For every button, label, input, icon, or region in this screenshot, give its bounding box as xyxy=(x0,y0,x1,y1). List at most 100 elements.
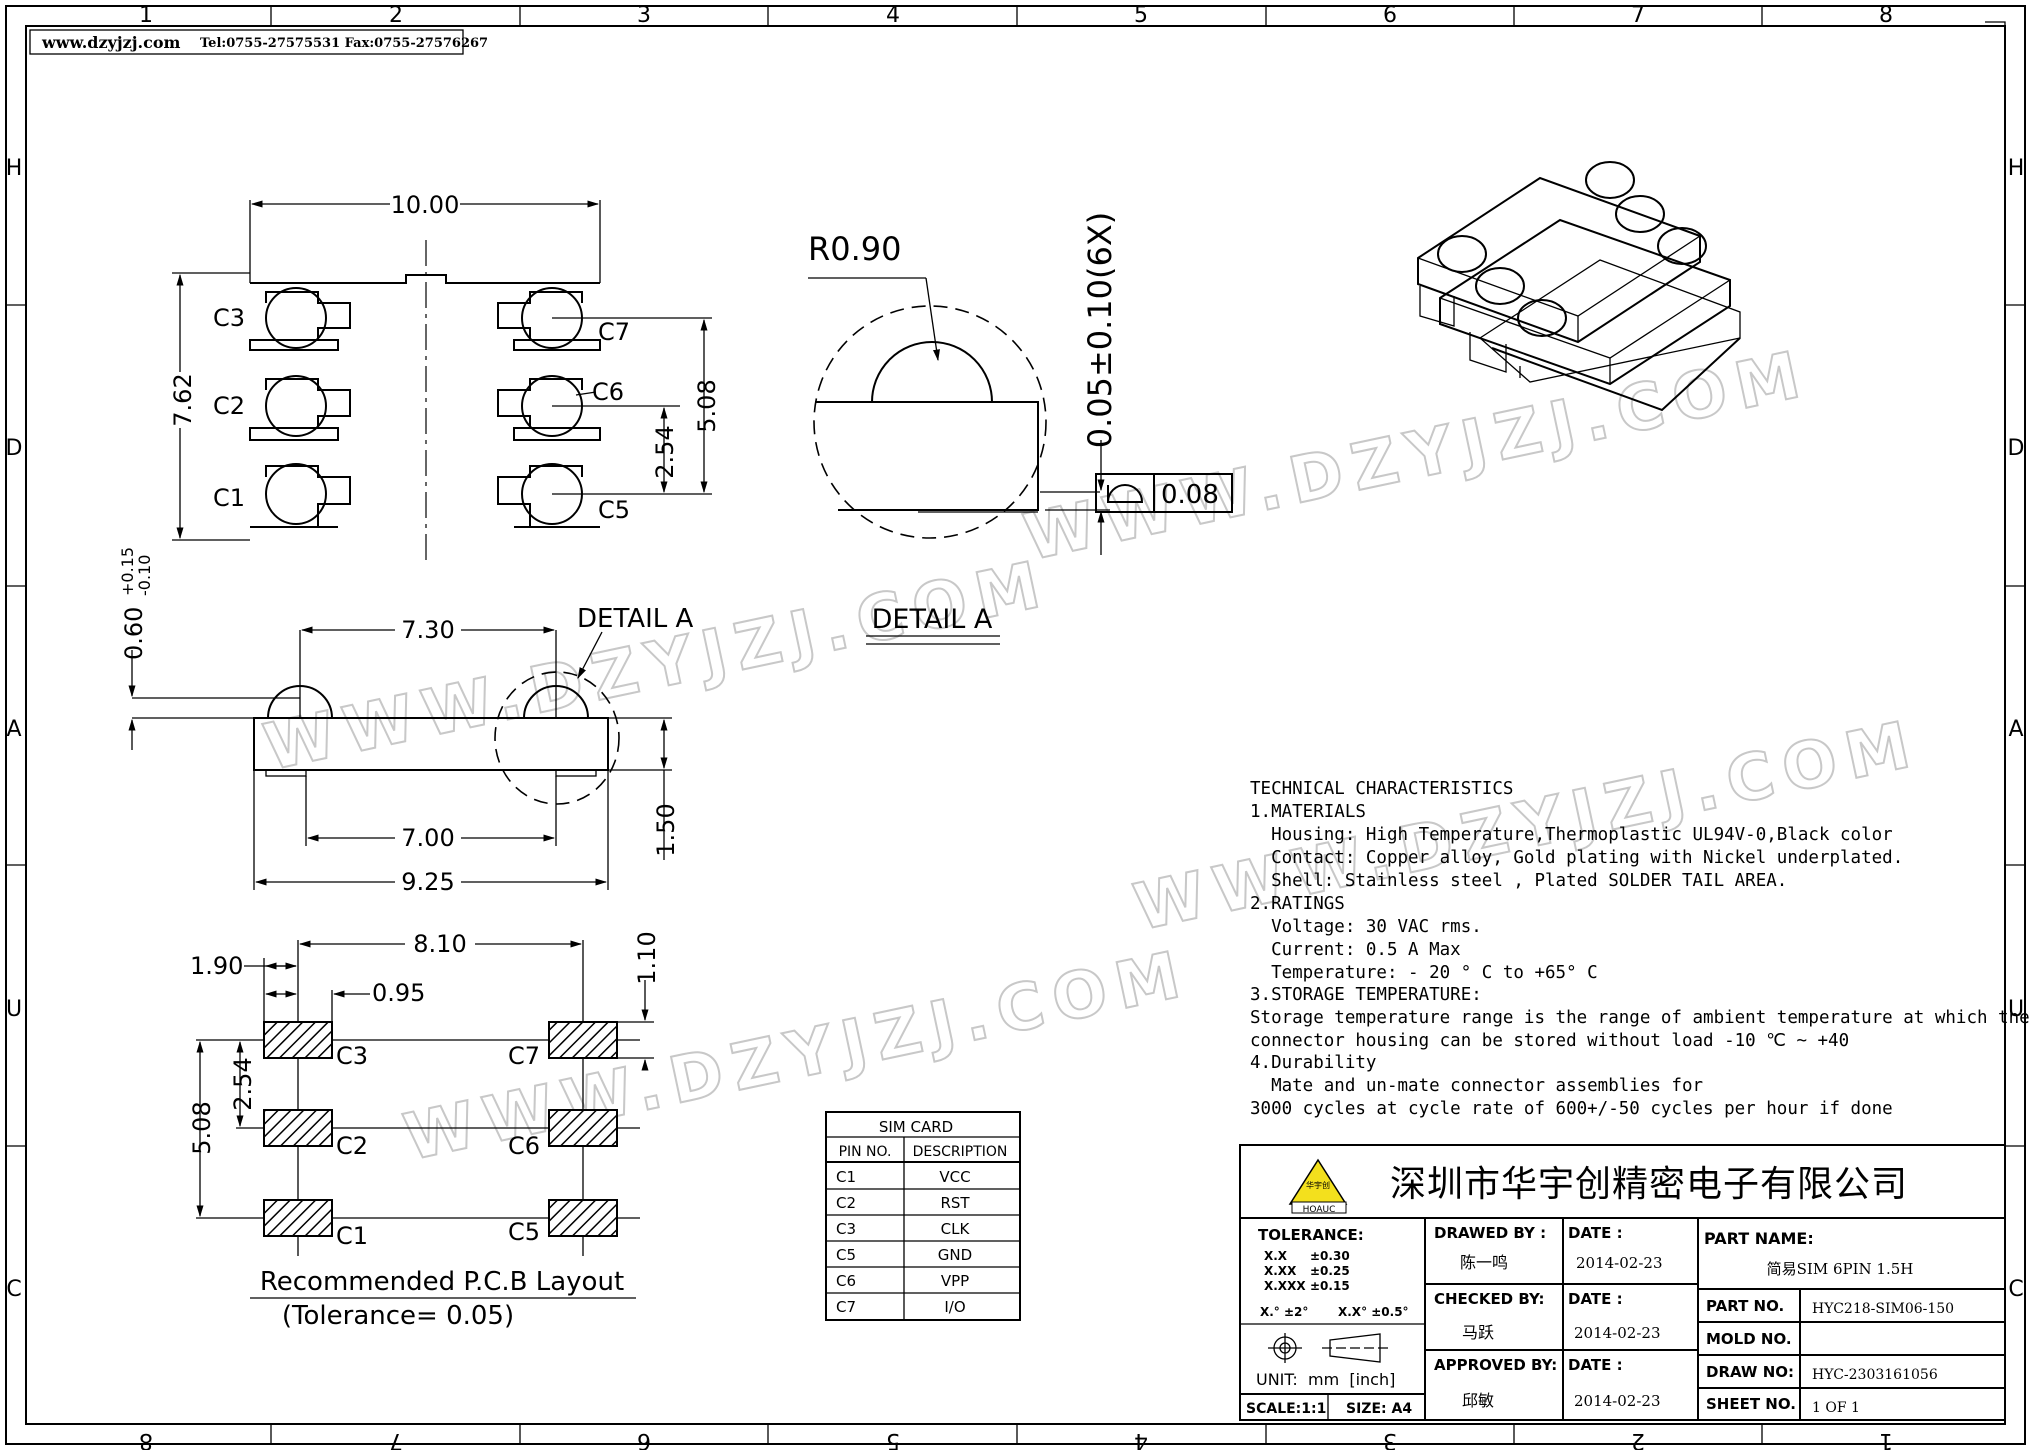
sheet-no: 1 OF 1 xyxy=(1812,1400,1860,1416)
dim-pitch: 2.54 xyxy=(651,425,679,478)
tech-line: 1.MATERIALS xyxy=(1250,802,1366,822)
pin-label: C6 xyxy=(592,378,624,406)
grid-col-bottom: 7 xyxy=(389,1428,403,1450)
date-label: DATE : xyxy=(1568,1224,1623,1242)
scale-label: SCALE:1:1 xyxy=(1246,1401,1326,1417)
projection-symbol-icon xyxy=(1268,1333,1392,1363)
grid-row-right: C xyxy=(2008,1277,2023,1302)
sim-table-pin: C2 xyxy=(836,1194,856,1212)
grid-col-top: 4 xyxy=(886,3,900,28)
pad-label: C6 xyxy=(508,1132,540,1160)
isometric-view xyxy=(1417,161,1741,412)
watermark: WWW.DZYJZJ.COM xyxy=(1018,337,1816,576)
pad-label: C1 xyxy=(336,1222,368,1250)
date-value: 2014-02-23 xyxy=(1576,1254,1662,1272)
sim-table-header: DESCRIPTION xyxy=(913,1144,1008,1160)
drawn-by-name: 陈一鸣 xyxy=(1460,1253,1508,1272)
contact-c1 xyxy=(265,463,351,528)
tolerance-value: ±0.30 xyxy=(1310,1249,1350,1263)
pcb-pad-c5 xyxy=(548,1199,618,1237)
date-label: DATE : xyxy=(1568,1356,1623,1374)
dim-body-length: 9.25 xyxy=(401,868,454,896)
grid-col-bottom: 6 xyxy=(637,1428,651,1450)
pin-label: C3 xyxy=(213,304,245,332)
grid-row-left: H xyxy=(6,156,23,181)
grid-col-top: 1 xyxy=(139,3,153,28)
unit-label: UNIT: mm [inch] xyxy=(1256,1370,1395,1389)
date-value: 2014-02-23 xyxy=(1574,1324,1660,1342)
header-box xyxy=(29,29,464,55)
dim-contact-span: 7.30 xyxy=(401,616,454,644)
pcb-tolerance: (Tolerance= 0.05) xyxy=(282,1301,514,1331)
sheet-no-label: SHEET NO. xyxy=(1706,1395,1796,1413)
surface-profile-icon xyxy=(1106,484,1144,503)
sim-card-table: SIM CARD PIN NO. DESCRIPTION C1 VCC C2 R… xyxy=(825,1111,1021,1321)
technical-characteristics: TECHNICAL CHARACTERISTICS 1.MATERIALS Ho… xyxy=(1250,779,2030,1119)
dim-height: 7.62 xyxy=(169,373,197,426)
tech-line: TECHNICAL CHARACTERISTICS xyxy=(1250,779,1513,799)
detail-a-callout-circle xyxy=(494,671,620,805)
pin-label: C2 xyxy=(213,392,245,420)
pad-label: C3 xyxy=(336,1042,368,1070)
pad-label: C7 xyxy=(508,1042,540,1070)
sim-table-pin: C6 xyxy=(836,1272,856,1290)
sim-table-desc: I/O xyxy=(944,1298,965,1316)
grid-row-right: H xyxy=(2008,156,2025,181)
company-logo: 华宇创 HOAUC xyxy=(1288,1158,1348,1215)
date-value: 2014-02-23 xyxy=(1574,1392,1660,1410)
outer-border xyxy=(5,5,2026,1445)
grid-ticks xyxy=(6,6,2025,1444)
mold-no-label: MOLD NO. xyxy=(1706,1330,1792,1348)
pcb-pad-c7 xyxy=(548,1021,618,1059)
dim-pad-width: 1.90 xyxy=(190,952,243,980)
tech-line: 3000 cycles at cycle rate of 600+/-50 cy… xyxy=(1250,1099,1893,1119)
sim-table-title: SIM CARD xyxy=(879,1118,953,1136)
date-label: DATE : xyxy=(1568,1290,1623,1308)
dim-width: 10.00 xyxy=(391,191,460,219)
tolerance-key: X.XXX xyxy=(1264,1279,1306,1293)
dim-pad-offset: 0.95 xyxy=(372,979,425,1007)
dim-pcb-span: 5.08 xyxy=(188,1101,216,1154)
grid-col-bottom: 1 xyxy=(1879,1428,1893,1450)
approved-by-label: APPROVED BY: xyxy=(1434,1356,1557,1374)
detail-radius: R0.90 xyxy=(808,230,901,268)
grid-row-right: U xyxy=(2008,997,2024,1022)
sim-table-pin: C3 xyxy=(836,1220,856,1238)
dim-tail-span: 7.00 xyxy=(401,824,454,852)
detail-label: DETAIL A xyxy=(872,604,993,635)
pcb-layout-view: 8.10 1.90 0.95 1.10 5.08 2.54 C3 C2 C1 C… xyxy=(188,930,661,1331)
dim-contact-height: 0.60 xyxy=(120,607,148,660)
pin-label: C1 xyxy=(213,484,245,512)
dim-contact-height-tol-upper: +0.15 xyxy=(118,547,137,596)
checked-by-name: 马跃 xyxy=(1462,1323,1494,1342)
tech-line: Storage temperature range is the range o… xyxy=(1250,1008,2030,1028)
angle-tolerance: X.° ±2° xyxy=(1260,1305,1308,1319)
contact-c5 xyxy=(497,463,583,528)
grid-col-bottom: 4 xyxy=(1134,1428,1148,1450)
grid-col-bottom: 8 xyxy=(139,1428,153,1450)
tech-line: Contact: Copper alloy, Gold plating with… xyxy=(1250,848,1903,868)
sim-table-pin: C7 xyxy=(836,1298,856,1316)
part-no: HYC218-SIM06-150 xyxy=(1812,1301,1954,1317)
sim-table-desc: CLK xyxy=(941,1220,971,1238)
dim-pad-span: 8.10 xyxy=(413,930,466,958)
detail-a-view: R0.90 0.05±0.10(6X) 0.08 DETAIL A xyxy=(808,212,1233,645)
pin-label: C5 xyxy=(598,496,630,524)
dim-body-height: 1.50 xyxy=(652,803,680,856)
tech-line: 3.STORAGE TEMPERATURE: xyxy=(1250,985,1482,1005)
company-name: 深圳市华宇创精密电子有限公司 xyxy=(1390,1164,1908,1205)
grid-labels: 1 2 3 4 5 6 7 8 8 7 6 5 4 3 2 1 H D A U … xyxy=(6,3,2025,1450)
tech-line: Voltage: 30 VAC rms. xyxy=(1250,917,1482,937)
pad-label: C5 xyxy=(508,1218,540,1246)
pad-label: C2 xyxy=(336,1132,368,1160)
tech-line: connector housing can be stored without … xyxy=(1250,1031,1849,1051)
title-block: 华宇创 HOAUC 深圳市华宇创精密电子有限公司 TOLERANCE: X.X … xyxy=(1239,1144,2006,1421)
sim-table-header: PIN NO. xyxy=(839,1144,892,1160)
grid-col-top: 8 xyxy=(1879,3,1893,28)
pcb-pad-c2 xyxy=(263,1109,333,1147)
logo-text: HOAUC xyxy=(1303,1205,1336,1215)
pcb-pad-c3 xyxy=(263,1021,333,1059)
tolerance-value: ±0.25 xyxy=(1310,1264,1350,1278)
tolerance-value: ±0.15 xyxy=(1310,1279,1350,1293)
